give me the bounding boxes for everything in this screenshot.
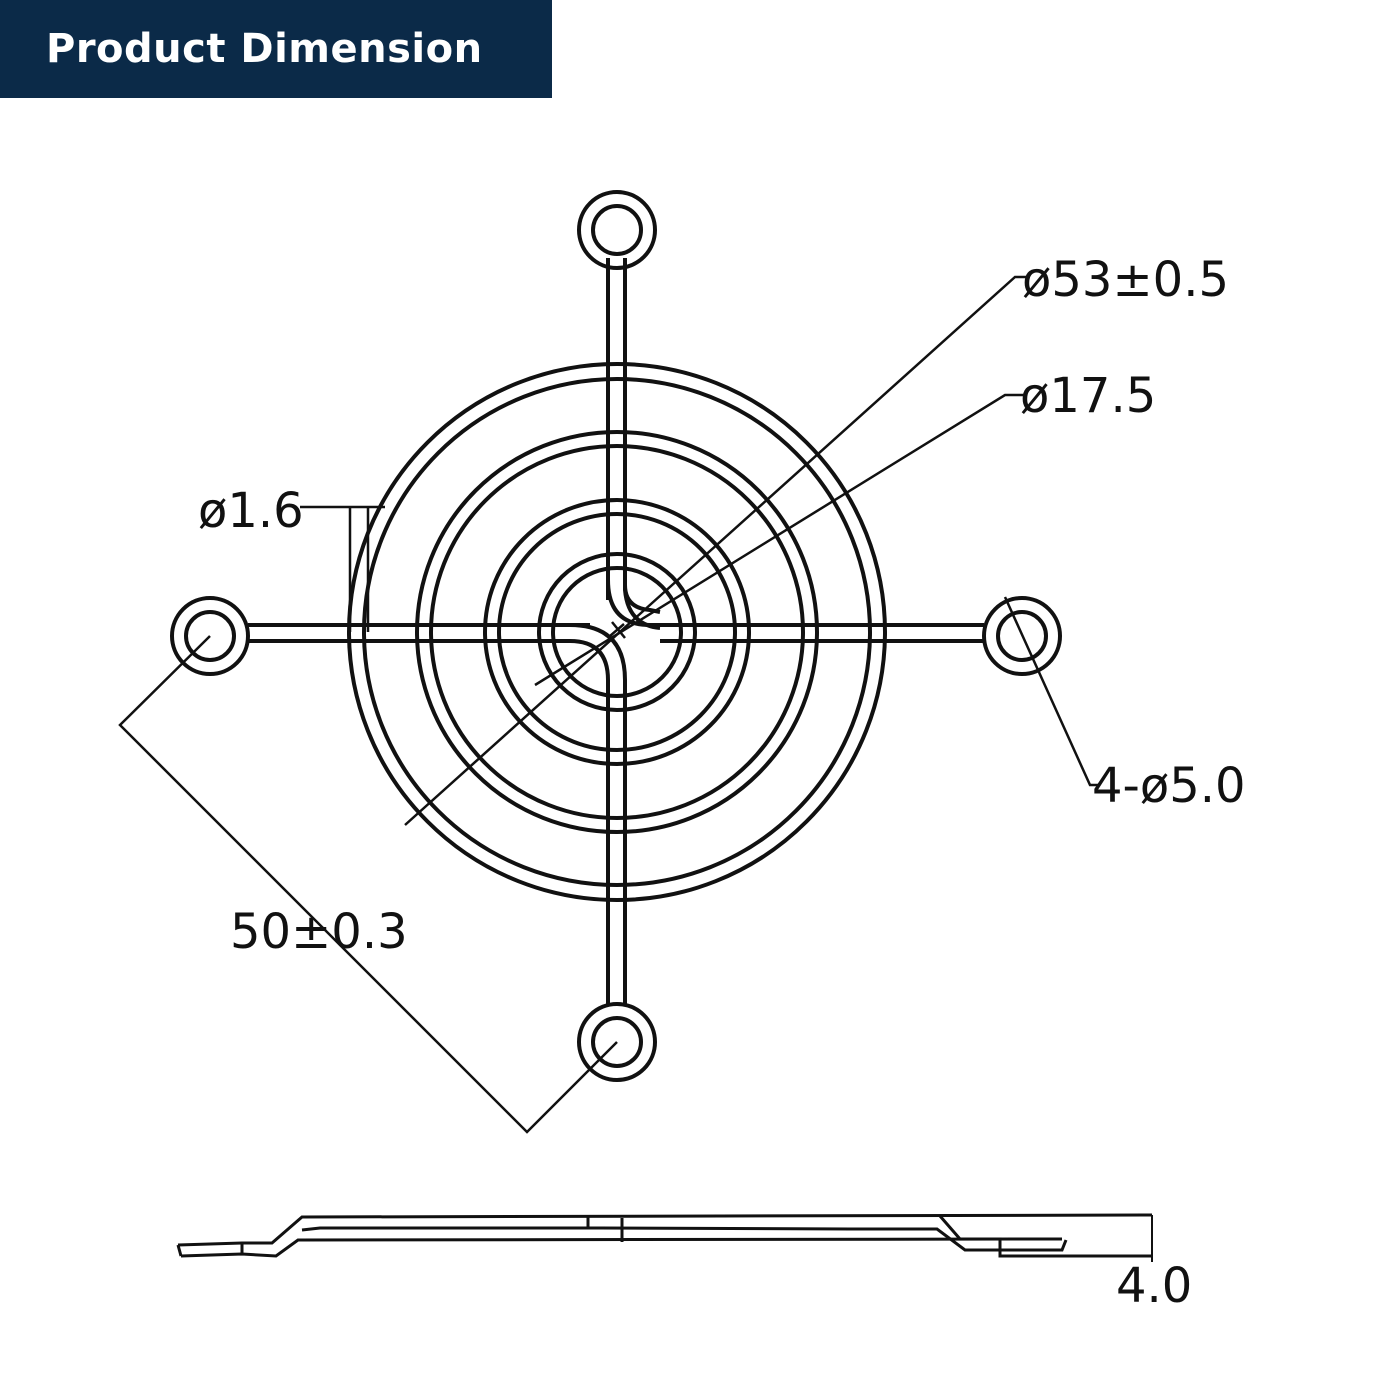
label-wire-diameter: ø1.6 [198,483,304,539]
leader-mount-holes [1003,596,1100,787]
ring-inner-2 [497,512,737,752]
leader-outer-diameter [404,275,1030,826]
ring-mid-2 [429,444,805,820]
label-mount-holes: 4-ø5.0 [1092,758,1246,814]
page-title: Product Dimension [46,26,483,72]
mount-loop-top [577,190,657,270]
ring-outer-2 [362,377,872,887]
label-hole-spacing: 50±0.3 [230,904,408,960]
title-banner: Product Dimension [0,0,552,98]
label-outer-diameter: ø53±0.5 [1022,252,1229,308]
leader-inner-diameter [534,393,1025,687]
mount-loop-bottom [577,1002,657,1082]
ring-inner-1 [483,498,751,766]
dimension-hole-spacing [118,635,618,1134]
mount-loop-left [170,596,250,676]
side-view [176,1213,1153,1262]
label-inner-diameter: ø17.5 [1020,368,1156,424]
mount-loop-right [982,596,1062,676]
label-thickness: 4.0 [1116,1258,1192,1314]
ring-core-1 [537,552,697,712]
ring-mid-1 [415,430,819,834]
ring-core-2 [551,566,683,698]
